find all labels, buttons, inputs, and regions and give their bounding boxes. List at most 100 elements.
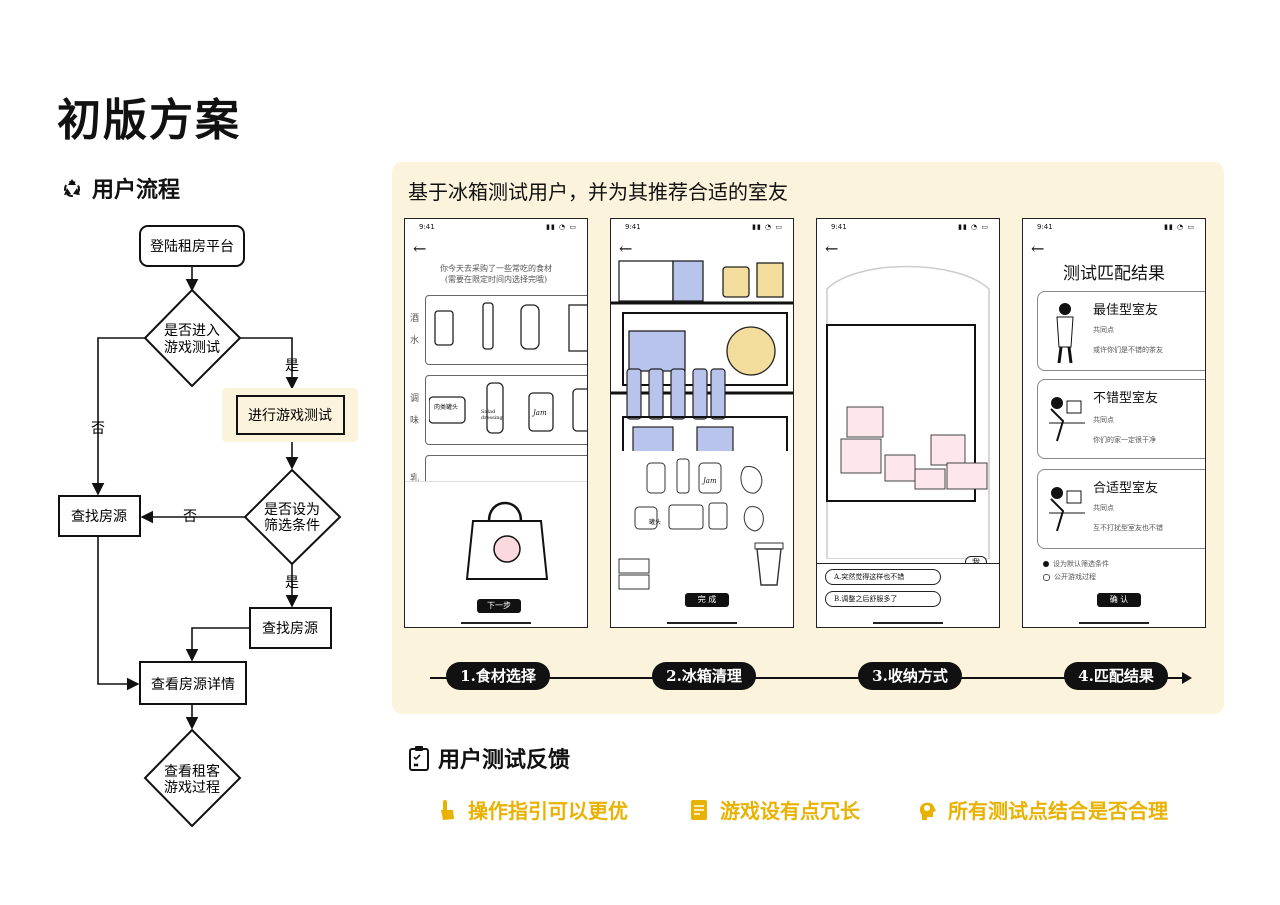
status-icons: ▮▮ ◔ ▭ xyxy=(752,223,783,231)
back-arrow-icon[interactable]: ← xyxy=(619,239,633,258)
head-bulb-icon xyxy=(920,802,936,820)
panel-title: 基于冰箱测试用户，并为其推荐合适的室友 xyxy=(408,180,788,204)
feedback-text-2: 游戏设有点冗长 xyxy=(720,799,860,823)
label-view-game-2: 游戏过程 xyxy=(164,780,220,796)
card-fit[interactable] xyxy=(1037,469,1205,549)
node-find-left xyxy=(58,495,141,537)
fit-desc: 互不打扰型室友也不错 xyxy=(1093,524,1163,532)
jam-label: Jam xyxy=(533,409,547,417)
feedback-item-1: 操作指引可以更优 xyxy=(436,795,628,824)
best-title: 最佳型室友 xyxy=(1093,303,1159,318)
label-view-game-1: 查看租客 xyxy=(164,763,220,780)
label-set-filter-1: 是否设为 xyxy=(264,502,320,518)
seasoning-shelf[interactable] xyxy=(425,375,587,445)
good-desc: 你们的家一定很干净 xyxy=(1093,436,1156,444)
home-indicator xyxy=(1079,622,1149,624)
document-icon xyxy=(691,799,707,820)
radio-checked-icon[interactable] xyxy=(1043,561,1049,567)
status-time: 9:41 xyxy=(625,223,641,231)
status-icons: ▮▮ ◔ ▭ xyxy=(546,223,577,231)
feedback-heading: 用户测试反馈 xyxy=(408,742,570,774)
label-play-game: 进行游戏测试 xyxy=(248,408,332,424)
node-play-game xyxy=(236,395,345,435)
step-1: 1.食材选择 xyxy=(446,662,550,690)
phone-screen-results: 9:41 ▮▮ ◔ ▭ ← 测试匹配结果 最佳型室友 共同点 或许你们是不错的茶… xyxy=(1022,218,1206,628)
label-login: 登陆租房平台 xyxy=(150,239,234,255)
option-a-button[interactable]: A.突然觉得这样也不错 xyxy=(825,569,941,585)
phone-screen-ingredients: 9:41 ▮▮ ◔ ▭ ← 你今天去采购了一些常吃的食材 (需要在限定时间内选择… xyxy=(404,218,588,628)
desk-person-icon-2 xyxy=(1049,487,1085,532)
jar-label: 罐头 xyxy=(649,519,662,526)
milk-shelf[interactable] xyxy=(425,455,587,483)
recycle-icon xyxy=(64,179,80,197)
option-b-button[interactable]: B.调整之后舒服多了 xyxy=(825,591,941,607)
status-time: 9:41 xyxy=(1037,223,1053,231)
status-icons: ▮▮ ◔ ▭ xyxy=(958,223,989,231)
label-view-detail: 查看房源详情 xyxy=(151,677,235,693)
dialog-box xyxy=(817,563,999,627)
feedback-item-2: 游戏设有点冗长 xyxy=(688,795,860,824)
node-view-game xyxy=(143,728,242,828)
salad-label: Salad dressing xyxy=(481,409,503,421)
radio-unchecked-icon[interactable] xyxy=(1043,573,1050,581)
hand-pointer-icon xyxy=(441,799,454,820)
drinks-shelf[interactable] xyxy=(425,295,587,365)
feedback-item-3: 所有测试点结合是否合理 xyxy=(916,795,1168,824)
option-public-label: 公开游戏过程 xyxy=(1054,573,1096,581)
done-button[interactable]: 完 成 xyxy=(685,593,729,607)
option-public[interactable]: 公开游戏过程 xyxy=(1043,572,1096,582)
fridge-shelves-illustration[interactable] xyxy=(611,257,793,453)
person-icon xyxy=(1056,303,1074,364)
step-2: 2.冰箱清理 xyxy=(652,662,756,690)
next-button[interactable]: 下一步 xyxy=(477,599,521,613)
status-time: 9:41 xyxy=(831,223,847,231)
feedback-text-1: 操作指引可以更优 xyxy=(468,799,628,823)
back-arrow-icon[interactable]: ← xyxy=(413,239,427,258)
cat-drinks-1: 酒 xyxy=(410,314,420,324)
seasoning-items[interactable] xyxy=(429,379,588,439)
back-arrow-icon[interactable]: ← xyxy=(1031,239,1045,258)
node-find-right xyxy=(249,607,332,649)
good-common: 共同点 xyxy=(1093,416,1114,424)
flowchart: 登陆租房平台 是否进入 游戏测试 进行游戏测试 是否设为 筛选条件 查找房源 查… xyxy=(58,225,358,828)
confirm-button[interactable]: 确 认 xyxy=(1097,593,1141,607)
fit-common: 共同点 xyxy=(1093,504,1114,512)
step-timeline-line xyxy=(430,672,1192,684)
jam-label-2: Jam xyxy=(703,477,717,485)
result-title: 测试匹配结果 xyxy=(1063,264,1165,284)
fridge-storage-illustration[interactable] xyxy=(817,259,999,559)
clipboard-icon xyxy=(409,746,429,771)
desk-person-icon xyxy=(1049,397,1085,442)
best-common: 共同点 xyxy=(1093,326,1114,334)
option-default-label: 设为默认筛选条件 xyxy=(1053,560,1109,568)
option-default[interactable]: 设为默认筛选条件 xyxy=(1043,559,1109,569)
can-label: 肉类罐头 xyxy=(434,404,459,411)
back-arrow-icon[interactable]: ← xyxy=(825,239,839,258)
removed-items[interactable] xyxy=(617,457,789,607)
label-find-right: 查找房源 xyxy=(262,621,318,637)
user-flow-title: 用户流程 xyxy=(92,177,181,203)
node-login xyxy=(139,225,245,267)
good-title: 不错型室友 xyxy=(1093,391,1159,406)
best-desc: 或许你们是不错的茶友 xyxy=(1093,346,1163,354)
home-indicator xyxy=(667,622,737,624)
card-good[interactable] xyxy=(1037,379,1205,459)
edge-label-yes-1: 是 xyxy=(285,358,299,374)
edge-label-yes-2: 是 xyxy=(285,575,299,591)
cat-milk-1: 乳 xyxy=(410,474,420,484)
home-indicator xyxy=(461,622,531,624)
card-best[interactable] xyxy=(1037,291,1205,371)
label-find-left: 查找房源 xyxy=(71,509,127,525)
cat-season-1: 调 xyxy=(410,394,420,404)
prompt-line-2: (需要在限定时间内选择完哦) xyxy=(444,275,548,284)
phone-screen-storage: 9:41 ▮▮ ◔ ▭ ← 我 A.突然觉得这样也不错 B.调整之后舒服多了 xyxy=(816,218,1000,628)
shopping-bag-icon[interactable] xyxy=(459,491,555,587)
prompt-line-1: 你今天去采购了一些常吃的食材 xyxy=(440,264,552,273)
edge-label-no-2: 否 xyxy=(183,509,197,525)
edge-label-no-1: 否 xyxy=(91,421,105,437)
feedback-text-3: 所有测试点结合是否合理 xyxy=(948,799,1168,823)
fit-title: 合适型室友 xyxy=(1093,481,1159,496)
drinks-items[interactable] xyxy=(429,299,588,359)
status-time: 9:41 xyxy=(419,223,435,231)
phone-screen-fridge: 9:41 ▮▮ ◔ ▭ ← 罐头 Jam 完 成 xyxy=(610,218,794,628)
